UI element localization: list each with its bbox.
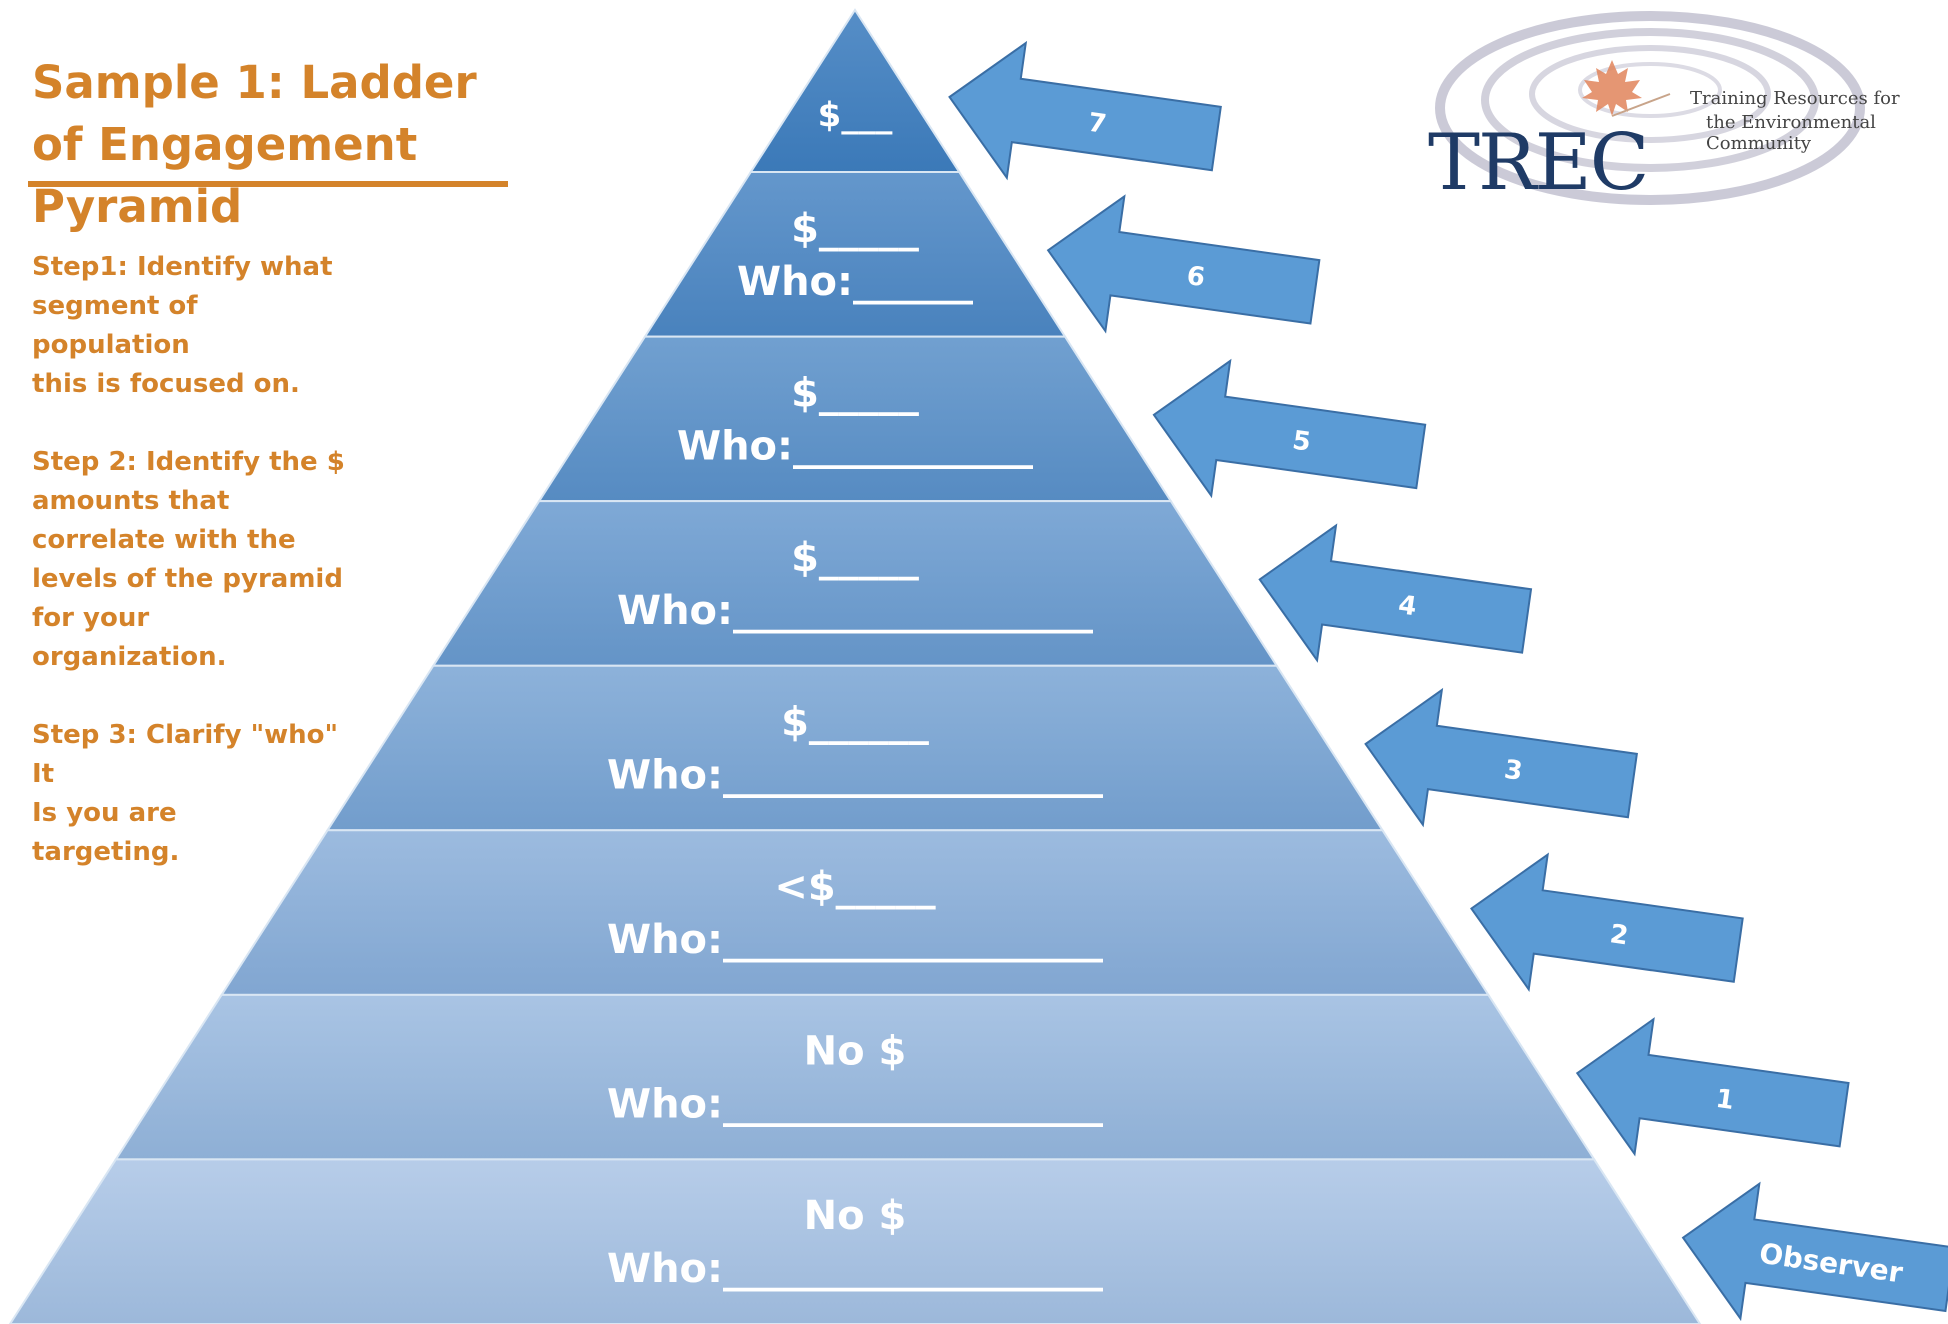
level-1-amount: No $ xyxy=(804,1193,907,1239)
pyramid-level-8 xyxy=(748,8,962,173)
arrow-shape xyxy=(1046,194,1321,334)
pyramid-level-2 xyxy=(113,993,1597,1161)
maple-leaf-icon xyxy=(1582,60,1671,117)
pyramid-level-1 xyxy=(8,1158,1702,1324)
instructions: Step1: Identify what segment of populati… xyxy=(32,248,352,911)
level-6-who: Who:____________ xyxy=(677,423,1033,469)
logo-rings xyxy=(1435,11,1865,205)
level-3-amount: <$_____ xyxy=(774,864,935,910)
arrow-shape xyxy=(948,40,1222,181)
pyramid-level-6 xyxy=(537,335,1173,503)
arrow-shape xyxy=(1258,523,1533,663)
arrow-2: 2 xyxy=(1470,852,1744,992)
arrow-3: 3 xyxy=(1364,687,1638,828)
level-3-who: Who:___________________ xyxy=(607,917,1103,963)
arrow-label: 2 xyxy=(1608,919,1630,951)
arrow-observer: Observer xyxy=(1681,1181,1948,1322)
arrow-5: 5 xyxy=(1152,358,1427,499)
pyramid-level-7 xyxy=(643,171,1067,338)
arrow-label: 4 xyxy=(1396,590,1418,622)
level-2-amount: No $ xyxy=(804,1029,907,1075)
level-5-who: Who:__________________ xyxy=(617,588,1093,634)
level-5-who-cont: _ xyxy=(845,629,865,675)
page-title: Sample 1: Ladder of Engagement Pyramid xyxy=(32,56,477,233)
level-8-amount: $___ xyxy=(818,96,893,136)
arrow-label: 5 xyxy=(1291,426,1313,458)
arrow-shape xyxy=(1575,1017,1850,1157)
title-underline xyxy=(28,181,508,187)
arrow-6: 6 xyxy=(1046,194,1321,334)
pyramid: $___ $_____ Who:______ $_____ Who:__________… xyxy=(8,8,1702,1324)
level-5-amount: $_____ xyxy=(791,535,919,581)
arrow-label: 7 xyxy=(1086,108,1108,140)
logo-tagline-1: Training Resources for xyxy=(1690,88,1900,109)
arrow-7: 7 xyxy=(948,40,1222,181)
arrow-label: 6 xyxy=(1185,261,1207,293)
step-3-text: Step 3: Clarify "who" It Is you are targ… xyxy=(32,720,339,867)
level-4-amount: $______ xyxy=(781,700,929,746)
level-1-who: Who:___________________ xyxy=(607,1246,1103,1292)
logo-name: TREC xyxy=(1428,118,1649,208)
arrow-shape xyxy=(1364,687,1638,828)
level-4-who: Who:___________________ xyxy=(607,753,1103,799)
level-6-amount: $_____ xyxy=(791,370,919,416)
pyramid-level-3 xyxy=(219,829,1491,996)
step-2-text: Step 2: Identify the $ amounts that corr… xyxy=(32,447,345,672)
level-7-who: Who:______ xyxy=(737,259,973,305)
arrow-4: 4 xyxy=(1258,523,1533,663)
arrow-shape xyxy=(1152,358,1427,499)
arrow-label: 1 xyxy=(1714,1084,1736,1116)
arrow-shape xyxy=(1681,1181,1948,1322)
arrow-label: 3 xyxy=(1502,755,1524,787)
arrow-1: 1 xyxy=(1575,1017,1850,1157)
step-1-text: Step1: Identify what segment of populati… xyxy=(32,252,333,399)
pyramid-level-4 xyxy=(325,664,1385,832)
arrow-shape xyxy=(1470,852,1744,992)
level-2-who: Who:___________________ xyxy=(607,1082,1103,1128)
level-7-amount: $_____ xyxy=(791,206,919,252)
logo-tagline-2: the Environmental Community xyxy=(1706,112,1876,154)
